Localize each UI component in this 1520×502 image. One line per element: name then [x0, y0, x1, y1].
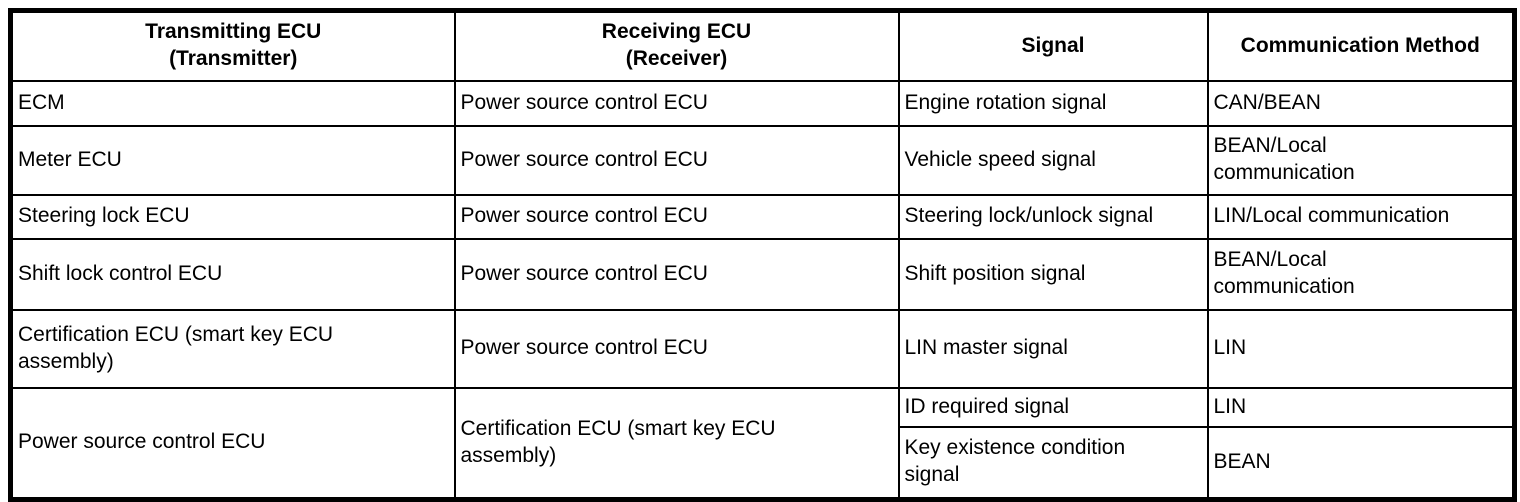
table-row-power-source-control-ecu-key: Key existence condition signal BEAN	[11, 425, 1516, 501]
table-row-certification-ecu: Certification ECU (smart key ECU assembl…	[9, 308, 1516, 389]
cell-transmitter: Steering lock ECU	[9, 193, 456, 240]
cell-method: CAN/BEAN	[1206, 79, 1516, 127]
cell-method: BEAN/Local communication	[1206, 237, 1516, 311]
cell-receiver: Power source control ECU	[453, 237, 900, 311]
cell-signal: Key existence condition signal	[897, 425, 1209, 501]
table-row-shift-lock-control-ecu: Shift lock control ECU Power source cont…	[9, 237, 1516, 311]
cell-method: BEAN/Local communication	[1206, 124, 1516, 196]
header-receiving-ecu: Receiving ECU (Receiver)	[453, 9, 900, 82]
cell-receiver: Certification ECU (smart key ECU assembl…	[453, 386, 900, 501]
cell-receiver: Power source control ECU	[453, 308, 900, 389]
table-row-meter-ecu: Meter ECU Power source control ECU Vehic…	[9, 124, 1516, 196]
table-row-ecm: ECM Power source control ECU Engine rota…	[9, 79, 1516, 127]
cell-method: LIN	[1206, 308, 1516, 389]
cell-signal: Vehicle speed signal	[897, 124, 1209, 196]
header-transmitting-ecu: Transmitting ECU (Transmitter)	[9, 9, 456, 82]
cell-method: LIN	[1206, 386, 1516, 428]
table-row-steering-lock-ecu: Steering lock ECU Power source control E…	[9, 193, 1516, 240]
table-row-power-source-control-ecu-id: Power source control ECU Certification E…	[9, 386, 1516, 501]
cell-method: BEAN	[1206, 425, 1516, 501]
cell-receiver: Power source control ECU	[453, 124, 900, 196]
cell-signal: ID required signal	[897, 386, 1209, 428]
cell-receiver: Power source control ECU	[453, 79, 900, 127]
cell-transmitter: Shift lock control ECU	[9, 237, 456, 311]
cell-transmitter: ECM	[9, 79, 456, 127]
cell-method: LIN/Local communication	[1206, 193, 1516, 240]
cell-signal: LIN master signal	[897, 308, 1209, 389]
ecu-communication-table: Transmitting ECU (Transmitter) Receiving…	[8, 8, 1517, 502]
cell-transmitter: Certification ECU (smart key ECU assembl…	[9, 308, 456, 389]
cell-signal: Shift position signal	[897, 237, 1209, 311]
cell-transmitter: Power source control ECU	[9, 386, 456, 501]
header-communication-method: Communication Method	[1206, 9, 1516, 82]
cell-receiver: Power source control ECU	[453, 193, 900, 240]
cell-signal: Engine rotation signal	[897, 79, 1209, 127]
cell-signal: Steering lock/unlock signal	[897, 193, 1209, 240]
header-signal: Signal	[897, 9, 1209, 82]
cell-transmitter: Meter ECU	[9, 124, 456, 196]
table-header-row: Transmitting ECU (Transmitter) Receiving…	[9, 9, 1516, 82]
